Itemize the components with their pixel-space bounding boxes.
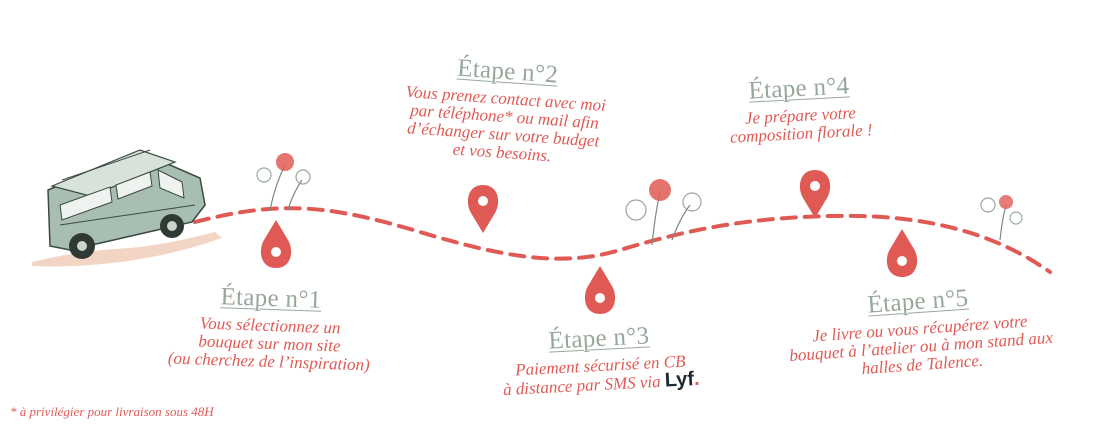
flower-sprig-icon [980,195,1023,241]
map-pin-icon [260,220,292,268]
map-pin-icon [467,185,499,233]
map-pin-icon [799,170,831,218]
step-1: Étape n°1 Vous sélectionnez un bouquet s… [149,281,392,375]
lyf-logo: Lyf. [664,367,701,392]
map-pin-icon [886,229,918,277]
step-2: Étape n°2 Vous prenez contact avec moi p… [367,49,644,172]
flower-sprig-icon [625,179,702,246]
step-3: Étape n°3 Paiement sécurisé en CB à dist… [468,318,731,401]
flower-sprig-icon [256,153,311,211]
dashed-road [193,206,1052,274]
step-4: Étape n°4 Je prépare votre composition f… [698,70,901,148]
map-pin-icon [584,266,616,314]
step-description: Vous sélectionnez un bouquet sur mon sit… [149,313,391,375]
vintage-van-icon [47,149,206,259]
footnote: * à privilégier pour livraison sous 48H [10,404,214,419]
